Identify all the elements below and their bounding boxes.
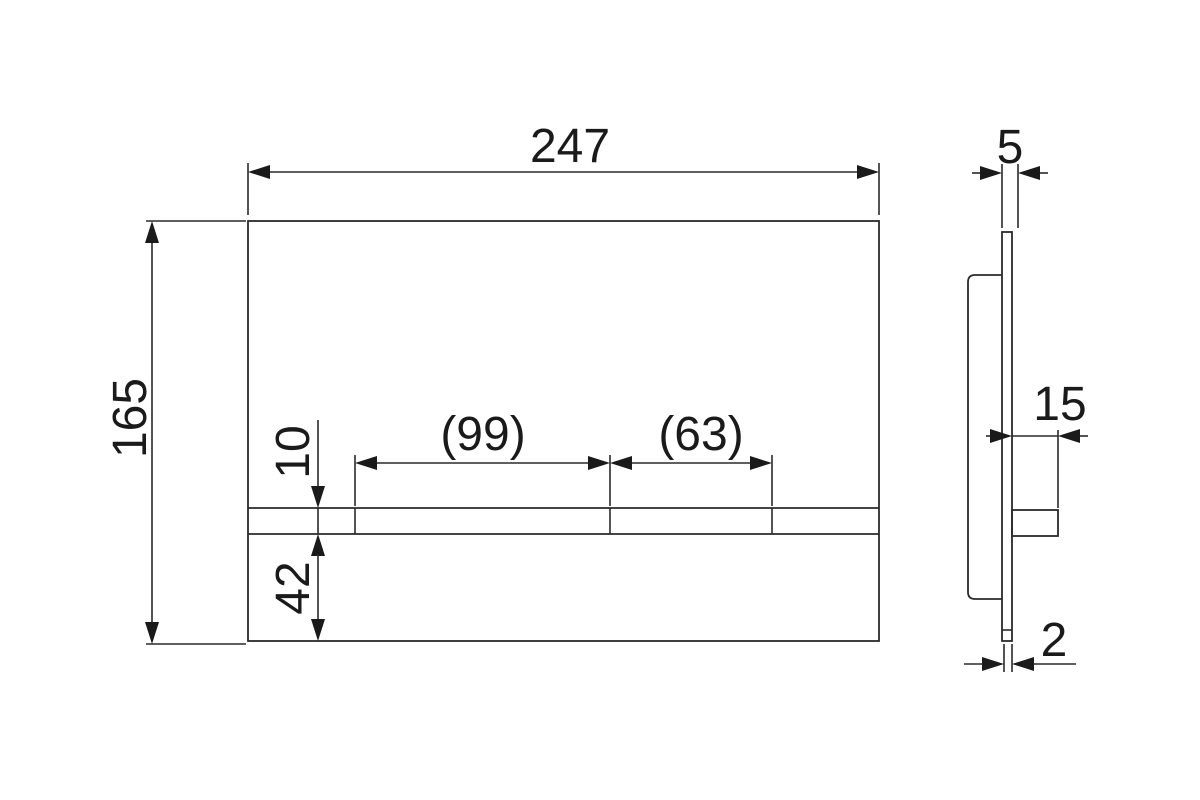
arrow-left <box>248 165 270 179</box>
button-right-label: (63) <box>658 408 743 461</box>
arrow-up-42 <box>311 534 325 556</box>
side-actuator <box>1011 509 1059 537</box>
front-plate-outline <box>247 220 880 642</box>
button-width-dimensions: (99) (63) <box>354 408 773 506</box>
plate-thickness-dimension: 2 <box>964 614 1076 672</box>
arrow-down-10 <box>311 486 325 508</box>
actuator-dimension: 15 <box>986 378 1088 508</box>
height-label: 165 <box>104 378 157 458</box>
width-dimension: 247 <box>247 120 880 215</box>
button-left-label: (99) <box>440 408 525 461</box>
arrow-down-42 <box>311 619 325 641</box>
arrow-up <box>145 221 159 243</box>
strip-gap-label: 10 <box>267 425 320 478</box>
front-view <box>247 220 880 642</box>
total-depth-label: 5 <box>997 121 1024 174</box>
actuator-label: 15 <box>1033 378 1086 431</box>
height-dimension: 165 <box>104 220 246 645</box>
arrow-down <box>145 622 159 644</box>
strip-vertical-dimensions: 10 42 <box>267 420 325 641</box>
arrow-right <box>857 165 879 179</box>
plate-thickness-label: 2 <box>1041 614 1068 667</box>
side-frame <box>967 274 1002 600</box>
bottom-offset-label: 42 <box>267 561 320 614</box>
width-label: 247 <box>530 120 610 173</box>
depth-dimension: 5 <box>972 121 1048 228</box>
